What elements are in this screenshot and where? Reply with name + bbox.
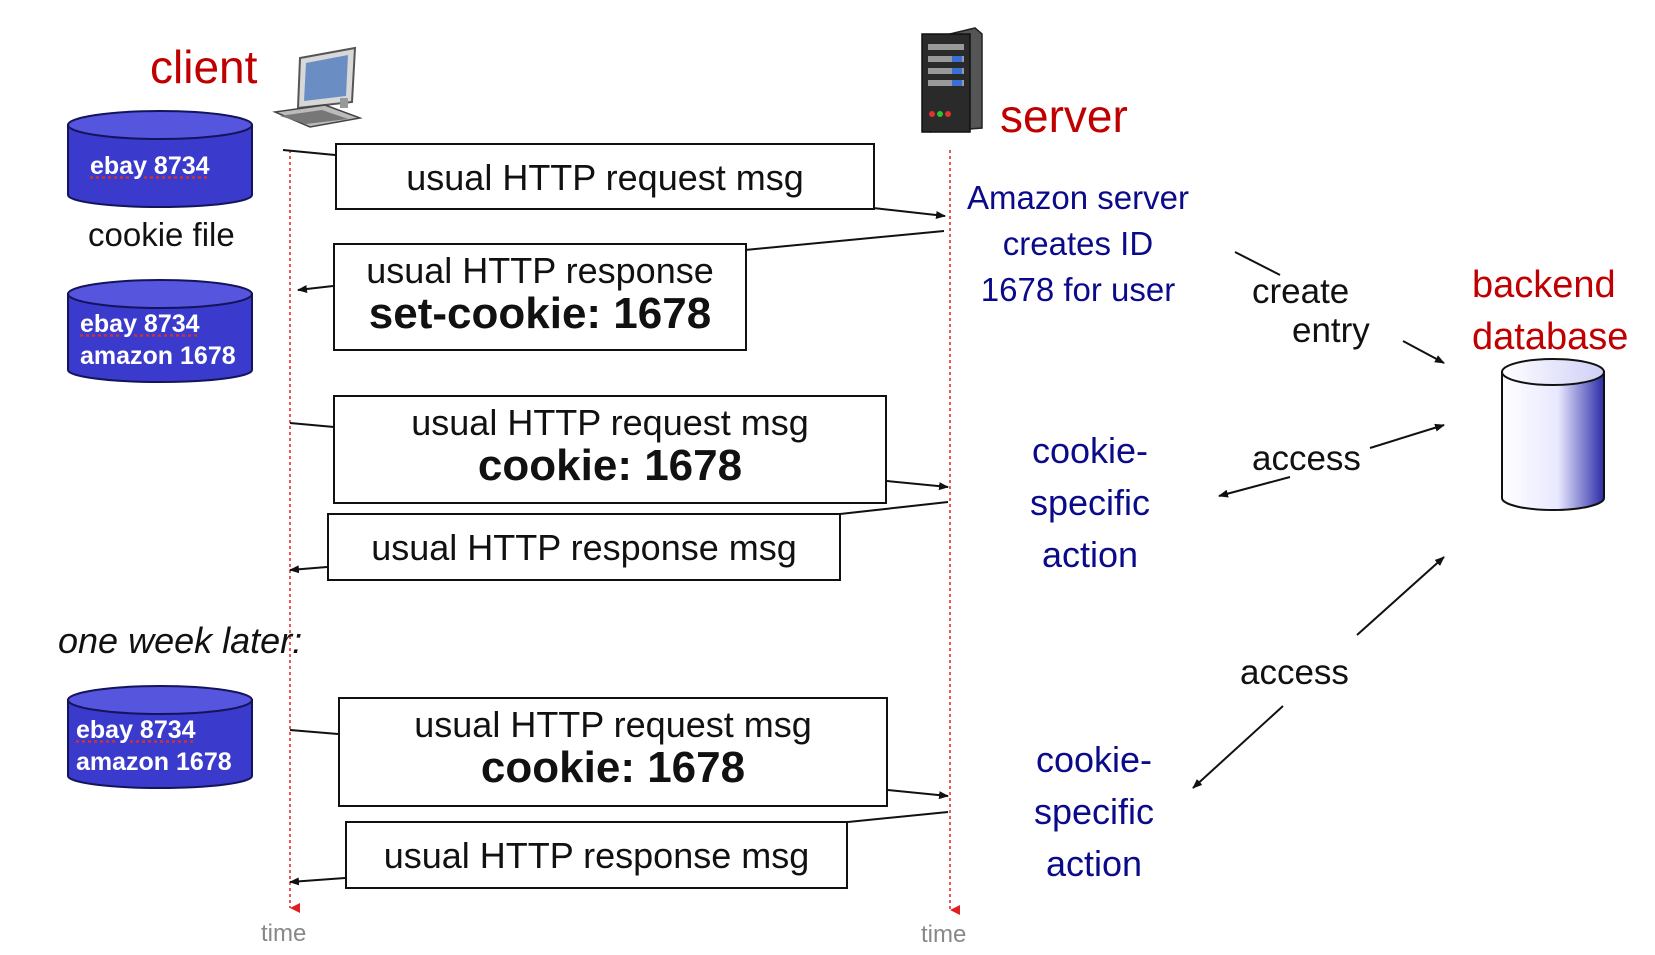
request-2-connector-client	[289, 422, 335, 428]
cookie-specific-action-2: cookie- specific action	[1014, 734, 1174, 890]
cookie-file-1-text: ebay 8734	[90, 150, 210, 182]
cookie-action-2-line1: cookie-	[1035, 739, 1153, 780]
cookie-action-1-line2: specific	[1029, 482, 1151, 523]
one-week-later-label: one week later:	[58, 620, 303, 661]
create-label: create	[1252, 272, 1350, 311]
cookie-file-cylinder-2	[67, 279, 253, 383]
server-tower-icon	[921, 27, 983, 133]
backend-database-cylinder	[1501, 358, 1605, 511]
response-1-connector-server	[744, 230, 945, 251]
cookie-file-1-line1: ebay 8734	[90, 152, 210, 180]
access-2-arrow-db	[1356, 556, 1445, 636]
message-box-response-3: usual HTTP response msg	[345, 821, 848, 889]
message-6-line1: usual HTTP response msg	[383, 835, 810, 876]
cookie-file-2-line1: ebay 8734	[80, 310, 200, 338]
message-2-line2: set-cookie: 1678	[368, 289, 712, 338]
access-1-arrow-server	[1218, 476, 1291, 498]
amazon-server-note-line1: Amazon server	[967, 179, 1189, 216]
cookie-file-2-text: ebay 8734 amazon 1678	[80, 308, 236, 372]
cookie-file-cylinder-3	[67, 685, 253, 789]
request-3-arrow	[887, 789, 949, 800]
amazon-server-note: Amazon server creates ID 1678 for user	[952, 175, 1204, 313]
cookie-file-cylinder-1	[67, 110, 253, 208]
request-2-arrow	[886, 480, 949, 491]
cookie-action-1-line3: action	[1041, 534, 1139, 575]
message-3-line2: cookie: 1678	[477, 441, 743, 490]
message-box-request-1: usual HTTP request msg	[335, 143, 875, 210]
backend-database-label-line2: database	[1472, 316, 1629, 358]
client-label: client	[150, 41, 258, 93]
message-3-line1: usual HTTP request msg	[411, 402, 809, 443]
response-2-connector-server	[839, 501, 949, 515]
time-label-server: time	[921, 921, 967, 948]
cookie-file-3-line2: amazon 1678	[76, 748, 232, 776]
cookie-file-3-line1: ebay 8734	[76, 716, 196, 744]
cookie-file-label: cookie file	[88, 216, 235, 253]
time-label-client: time	[261, 920, 307, 947]
cookie-action-2-line3: action	[1045, 843, 1143, 884]
response-2-arrow	[289, 565, 328, 574]
response-1-arrow	[297, 285, 334, 293]
create-entry-arrow	[1402, 340, 1445, 364]
cookie-file-3-text: ebay 8734 amazon 1678	[76, 714, 232, 778]
message-5-line2: cookie: 1678	[480, 743, 746, 792]
message-box-response-1: usual HTTP response set-cookie: 1678	[333, 243, 747, 351]
access-2-arrow-server	[1192, 705, 1284, 789]
request-1-connector-client	[282, 149, 336, 156]
access-label-2: access	[1240, 653, 1349, 692]
cookie-action-1-line1: cookie-	[1031, 430, 1149, 471]
response-3-arrow	[289, 877, 346, 886]
cookie-action-2-line2: specific	[1033, 791, 1155, 832]
message-1-line1: usual HTTP request msg	[406, 157, 804, 198]
message-4-line1: usual HTTP response msg	[371, 527, 797, 568]
request-1-arrow	[872, 207, 946, 219]
message-box-request-3: usual HTTP request msg cookie: 1678	[338, 697, 888, 807]
message-box-response-2: usual HTTP response msg	[327, 513, 841, 581]
access-1-arrow-db	[1369, 423, 1445, 449]
amazon-server-note-line2: creates ID	[1002, 225, 1154, 262]
create-entry-line	[1234, 251, 1281, 276]
message-box-request-2: usual HTTP request msg cookie: 1678	[333, 395, 887, 504]
response-3-connector-server	[847, 811, 949, 823]
amazon-server-note-line3: 1678 for user	[980, 271, 1176, 308]
cookie-specific-action-1: cookie- specific action	[1010, 425, 1170, 581]
client-computer-icon	[272, 46, 363, 128]
request-3-connector-client	[289, 729, 339, 735]
cookie-file-2-line2: amazon 1678	[80, 342, 236, 370]
server-label: server	[1000, 90, 1128, 142]
backend-database-label-line1: backend	[1472, 264, 1616, 306]
access-label-1: access	[1252, 439, 1361, 478]
message-2-line1: usual HTTP response	[366, 250, 714, 291]
entry-label: entry	[1292, 311, 1370, 350]
message-5-line1: usual HTTP request msg	[414, 704, 812, 745]
